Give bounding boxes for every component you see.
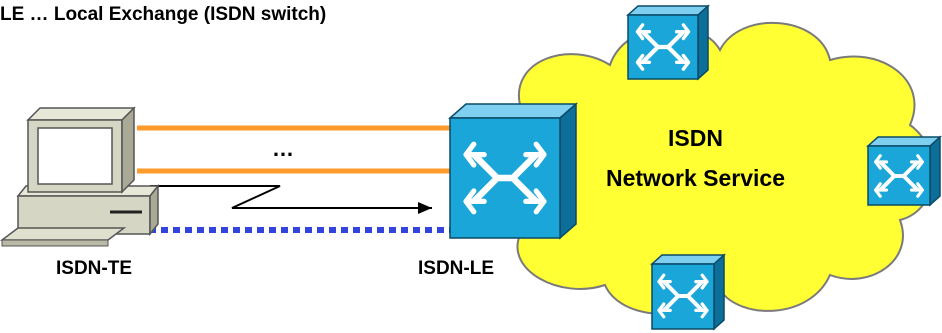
te-label: ISDN-TE bbox=[56, 258, 132, 279]
cloud-switch-top-icon bbox=[626, 4, 710, 81]
cloud-title-line-1: ISDN bbox=[668, 125, 723, 151]
cloud-title-line-2: Network Service bbox=[606, 165, 785, 191]
cloud-switch-bottom-icon bbox=[650, 253, 726, 331]
arrow-icon bbox=[418, 202, 432, 214]
le-label: ISDN-LE bbox=[418, 258, 494, 279]
terminal-pc-icon bbox=[0, 106, 160, 247]
channel-ellipsis: … bbox=[272, 136, 294, 161]
signaling-arrow bbox=[150, 185, 432, 209]
isdn-switch-icon bbox=[448, 102, 578, 240]
cloud-switch-right-icon bbox=[866, 135, 942, 207]
diagram-caption: LE … Local Exchange (ISDN switch) bbox=[0, 4, 327, 25]
